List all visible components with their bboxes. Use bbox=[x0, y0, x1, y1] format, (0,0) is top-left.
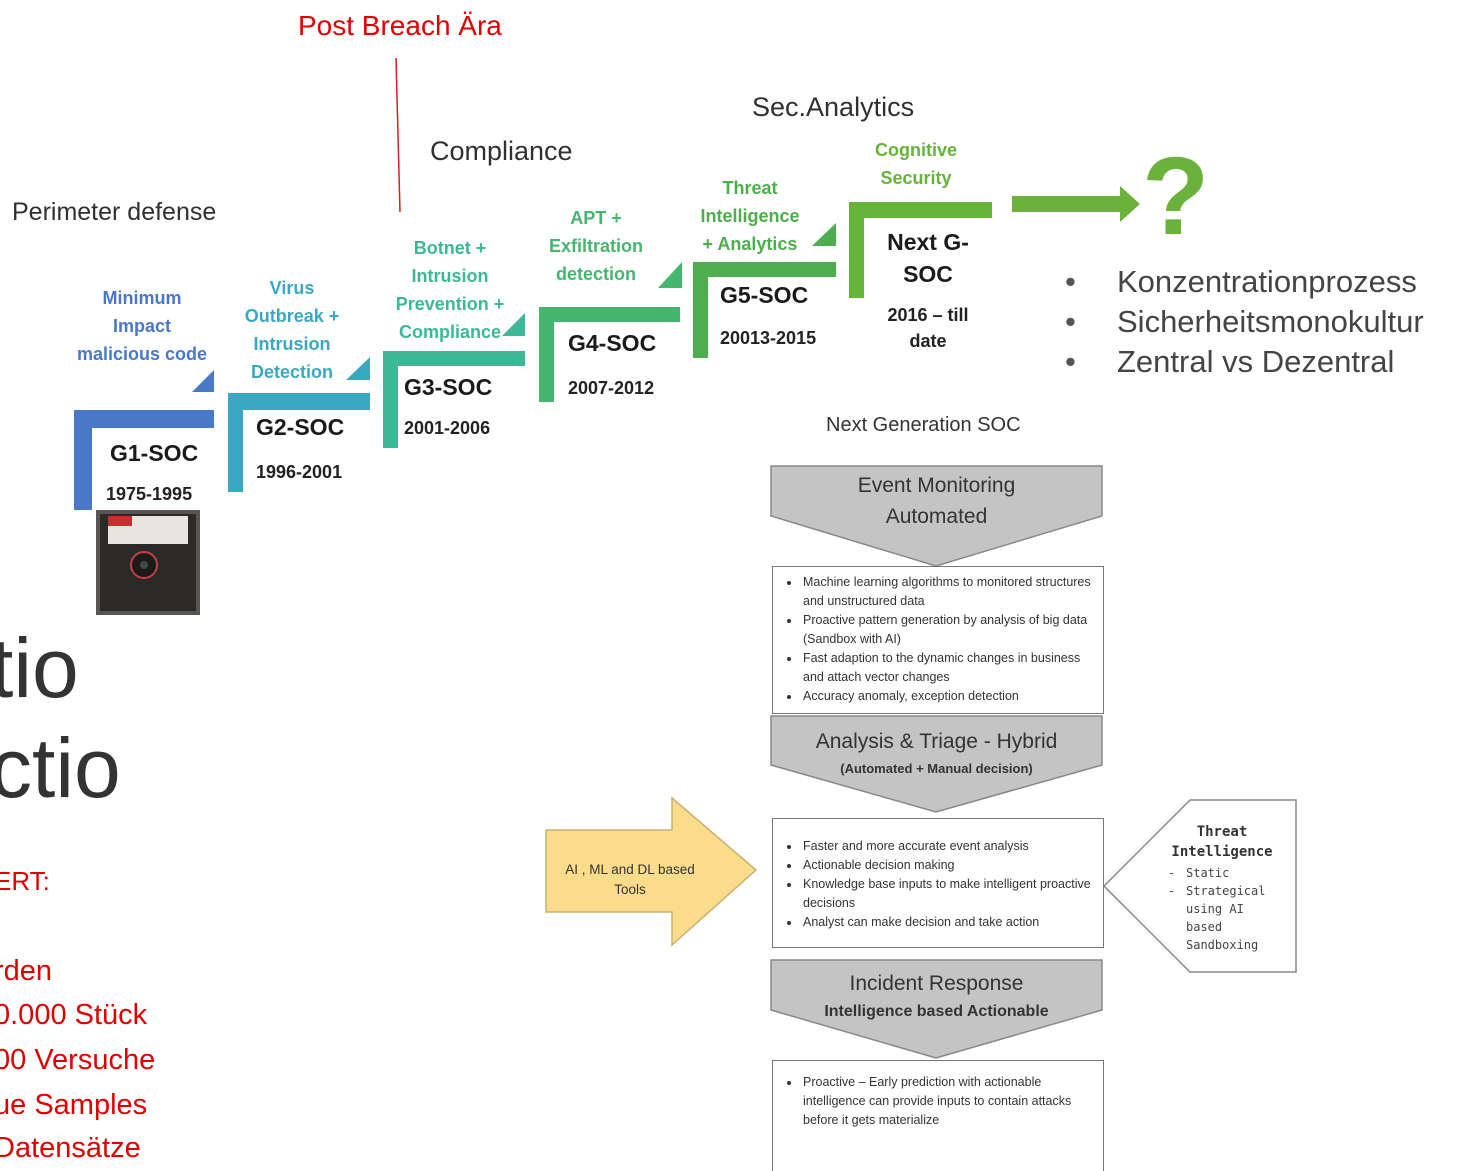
g2-step bbox=[228, 393, 370, 492]
threat-intel-shape bbox=[1102, 799, 1297, 973]
floppy-disk-photo bbox=[96, 510, 200, 615]
green-arrow bbox=[1012, 186, 1140, 222]
event-item: Fast adaption to the dynamic changes in … bbox=[801, 649, 1103, 687]
incident-item: Proactive – Early prediction with action… bbox=[801, 1073, 1103, 1130]
sec-analytics-label: Sec.Analytics bbox=[752, 92, 915, 122]
incident-header-title: Incident Response bbox=[849, 972, 1024, 995]
threat-intel-list: -Static -Strategical using AI based Sand… bbox=[1166, 864, 1286, 954]
analysis-header bbox=[770, 715, 1103, 813]
analysis-header-title: Analysis & Triage - Hybrid bbox=[815, 730, 1058, 753]
threat-item: -Strategical using AI based Sandboxing bbox=[1168, 884, 1266, 952]
g4-name: G4-SOC bbox=[568, 330, 657, 356]
red-line-2: rden bbox=[0, 955, 53, 987]
g5-step bbox=[693, 262, 836, 358]
question-mark: ? bbox=[1142, 135, 1210, 258]
g2-triangle bbox=[346, 357, 370, 380]
g3-name: G3-SOC bbox=[404, 374, 493, 400]
g1-caption: Minimum Impact malicious code bbox=[76, 288, 208, 364]
compliance-label: Compliance bbox=[430, 136, 573, 166]
analysis-item: Faster and more accurate event analysis bbox=[801, 837, 1103, 856]
analysis-item: Knowledge base inputs to make intelligen… bbox=[801, 875, 1103, 913]
bullet-list: Konzentrationprozess Sicherheitsmonokult… bbox=[1065, 262, 1424, 382]
g5-triangle bbox=[812, 223, 836, 246]
big-text-line-2: ctio bbox=[0, 721, 121, 815]
event-header-line-2: Automated bbox=[885, 505, 988, 528]
red-divider-line bbox=[395, 57, 401, 213]
g5-caption: Threat Intelligence + Analytics bbox=[700, 178, 800, 254]
g5-years: 20013-2015 bbox=[720, 328, 817, 348]
next-gen-title: Next Generation SOC bbox=[826, 414, 1021, 436]
threat-item: -Static bbox=[1168, 866, 1230, 880]
g4-years: 2007-2012 bbox=[568, 378, 655, 398]
g3-caption: Botnet + Intrusion Prevention + Complian… bbox=[395, 238, 505, 342]
next-gen-soc-flow bbox=[545, 465, 1297, 1059]
g4-step bbox=[539, 307, 680, 402]
perimeter-label: Perimeter defense bbox=[12, 198, 217, 226]
analysis-item: Actionable decision making bbox=[801, 856, 1103, 875]
g4-caption: APT + Exfiltration detection bbox=[548, 208, 643, 284]
red-line-3: 0.000 Stück bbox=[0, 999, 148, 1031]
g1-triangle bbox=[192, 370, 214, 392]
g3-years: 2001-2006 bbox=[404, 418, 491, 438]
incident-items-box: Proactive – Early prediction with action… bbox=[772, 1060, 1104, 1171]
event-items-box: Machine learning algorithms to monitored… bbox=[772, 566, 1104, 714]
analysis-items-box: Faster and more accurate event analysis … bbox=[772, 818, 1104, 948]
event-monitoring-header bbox=[770, 465, 1103, 567]
g2-name: G2-SOC bbox=[256, 414, 345, 440]
analysis-header-sub: (Automated + Manual decision) bbox=[840, 761, 1033, 776]
g6-name: Next G-SOC bbox=[887, 229, 969, 287]
g3-step bbox=[383, 351, 525, 448]
threat-intel-title: Threat Intelligence bbox=[1171, 824, 1273, 860]
g4-triangle bbox=[658, 262, 682, 288]
event-header-line-1: Event Monitoring bbox=[857, 474, 1016, 497]
g5-name: G5-SOC bbox=[720, 282, 809, 308]
ai-tools-label: AI , ML and DL based Tools bbox=[565, 862, 695, 897]
bullet-item: Konzentrationprozess bbox=[1065, 262, 1424, 302]
incident-header-sub: Intelligence based Actionable bbox=[824, 1003, 1049, 1020]
g1-step bbox=[74, 410, 214, 510]
bullet-item: Zentral vs Dezentral bbox=[1065, 342, 1424, 382]
incident-header bbox=[770, 959, 1103, 1059]
g2-caption: Virus Outbreak + Intrusion Detection bbox=[244, 278, 340, 382]
g3-triangle bbox=[502, 313, 525, 336]
event-item: Machine learning algorithms to monitored… bbox=[801, 573, 1103, 611]
red-line-4: 00 Versuche bbox=[0, 1044, 156, 1076]
g6-caption: Cognitive Security bbox=[874, 140, 957, 188]
red-line-1: ERT: bbox=[0, 866, 50, 896]
post-breach-label: Post Breach Ära bbox=[298, 10, 502, 41]
big-text-line-1: tio bbox=[0, 621, 79, 715]
g1-name: G1-SOC bbox=[110, 440, 199, 466]
ai-tools-arrow bbox=[545, 796, 758, 947]
g2-years: 1996-2001 bbox=[256, 462, 343, 482]
g6-years: 2016 – till date bbox=[887, 305, 969, 351]
red-line-6: Datensätze bbox=[0, 1132, 141, 1164]
bullet-item: Sicherheitsmonokultur bbox=[1065, 302, 1424, 342]
event-item: Proactive pattern generation by analysis… bbox=[801, 611, 1103, 649]
g6-step bbox=[849, 202, 992, 298]
analysis-item: Analyst can make decision and take actio… bbox=[801, 913, 1103, 932]
event-item: Accuracy anomaly, exception detection bbox=[801, 687, 1103, 706]
g1-years: 1975-1995 bbox=[106, 484, 193, 504]
red-line-5: ue Samples bbox=[0, 1089, 148, 1121]
